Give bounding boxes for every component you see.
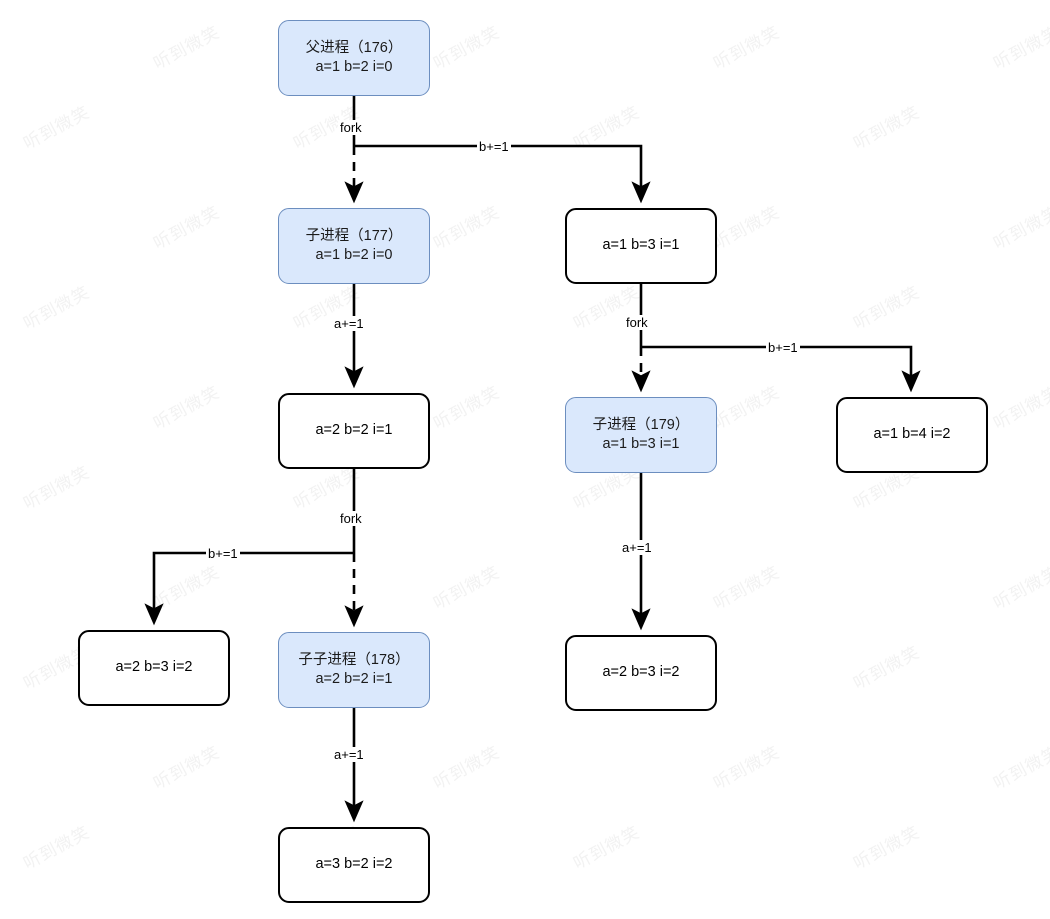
node-vars: a=1 b=3 i=1 [602, 436, 680, 452]
node-title: 子子进程（178） [298, 651, 410, 668]
watermark-text: 听到微笑 [570, 102, 644, 155]
edge-label-fork-1: fork [338, 120, 364, 135]
watermark-text: 听到微笑 [20, 102, 94, 155]
node-vars: a=2 b=2 i=1 [315, 422, 393, 439]
edge-parent-badd-to-box [354, 144, 651, 204]
edge-label-badd-2: b+=1 [766, 340, 800, 355]
watermark-text: 听到微笑 [20, 462, 94, 515]
node-child179-a1[interactable]: a=2 b=3 i=2 [565, 635, 717, 711]
node-vars: a=1 b=2 i=0 [315, 247, 393, 263]
watermark-text: 听到微笑 [990, 382, 1050, 435]
node-left-b1[interactable]: a=2 b=3 i=2 [78, 630, 230, 706]
watermark-text: 听到微笑 [430, 742, 504, 795]
node-vars: a=2 b=2 i=1 [315, 671, 393, 687]
node-vars: a=2 b=3 i=2 [115, 659, 193, 676]
watermark-text: 听到微笑 [710, 202, 784, 255]
watermark-text: 听到微笑 [850, 822, 924, 875]
edge-label-fork-2: fork [624, 315, 650, 330]
watermark-text: 听到微笑 [150, 22, 224, 75]
watermark-text: 听到微笑 [990, 22, 1050, 75]
node-child178[interactable]: 子子进程（178） a=2 b=2 i=1 [278, 632, 430, 708]
watermark-text: 听到微笑 [150, 202, 224, 255]
watermark-text: 听到微笑 [430, 382, 504, 435]
watermark-text: 听到微笑 [430, 22, 504, 75]
watermark-text: 听到微笑 [430, 202, 504, 255]
node-child179-sib[interactable]: a=1 b=4 i=2 [836, 397, 988, 473]
edge-fork3-badd-to-left [144, 551, 354, 626]
node-title: 子进程（179） [592, 416, 690, 433]
watermark-text: 听到微笑 [20, 822, 94, 875]
node-title: 子进程（177） [305, 227, 403, 244]
edge-label-badd-1: b+=1 [477, 139, 511, 154]
node-child178-a1[interactable]: a=3 b=2 i=2 [278, 827, 430, 903]
node-vars: a=1 b=2 i=0 [315, 59, 393, 75]
node-child177-a1[interactable]: a=2 b=2 i=1 [278, 393, 430, 469]
watermark-text: 听到微笑 [990, 742, 1050, 795]
watermark-text: 听到微笑 [710, 382, 784, 435]
watermark-text: 听到微笑 [710, 22, 784, 75]
watermark-text: 听到微笑 [990, 562, 1050, 615]
edge-label-badd-3: b+=1 [206, 546, 240, 561]
edge-label-aadd-3: a+=1 [332, 747, 366, 762]
watermark-text: 听到微笑 [430, 562, 504, 615]
watermark-text: 听到微笑 [150, 562, 224, 615]
watermark-text: 听到微笑 [710, 742, 784, 795]
node-vars: a=3 b=2 i=2 [315, 856, 393, 873]
node-parent-b1[interactable]: a=1 b=3 i=1 [565, 208, 717, 284]
watermark-text: 听到微笑 [20, 282, 94, 335]
node-vars: a=2 b=3 i=2 [602, 664, 680, 681]
node-title: 父进程（176） [305, 39, 403, 56]
node-parent[interactable]: 父进程（176） a=1 b=2 i=0 [278, 20, 430, 96]
watermark-text: 听到微笑 [150, 382, 224, 435]
node-vars: a=1 b=3 i=1 [602, 237, 680, 254]
watermark-text: 听到微笑 [990, 202, 1050, 255]
watermark-text: 听到微笑 [850, 102, 924, 155]
watermark-text: 听到微笑 [850, 282, 924, 335]
node-vars: a=1 b=4 i=2 [873, 426, 951, 443]
edge-label-aadd-2: a+=1 [620, 540, 654, 555]
edge-label-aadd-1: a+=1 [332, 316, 366, 331]
watermark-text: 听到微笑 [850, 642, 924, 695]
node-child179[interactable]: 子进程（179） a=1 b=3 i=1 [565, 397, 717, 473]
edge-label-fork-3: fork [338, 511, 364, 526]
watermark-text: 听到微笑 [150, 742, 224, 795]
watermark-text: 听到微笑 [710, 562, 784, 615]
node-child177[interactable]: 子进程（177） a=1 b=2 i=0 [278, 208, 430, 284]
watermark-text: 听到微笑 [570, 822, 644, 875]
